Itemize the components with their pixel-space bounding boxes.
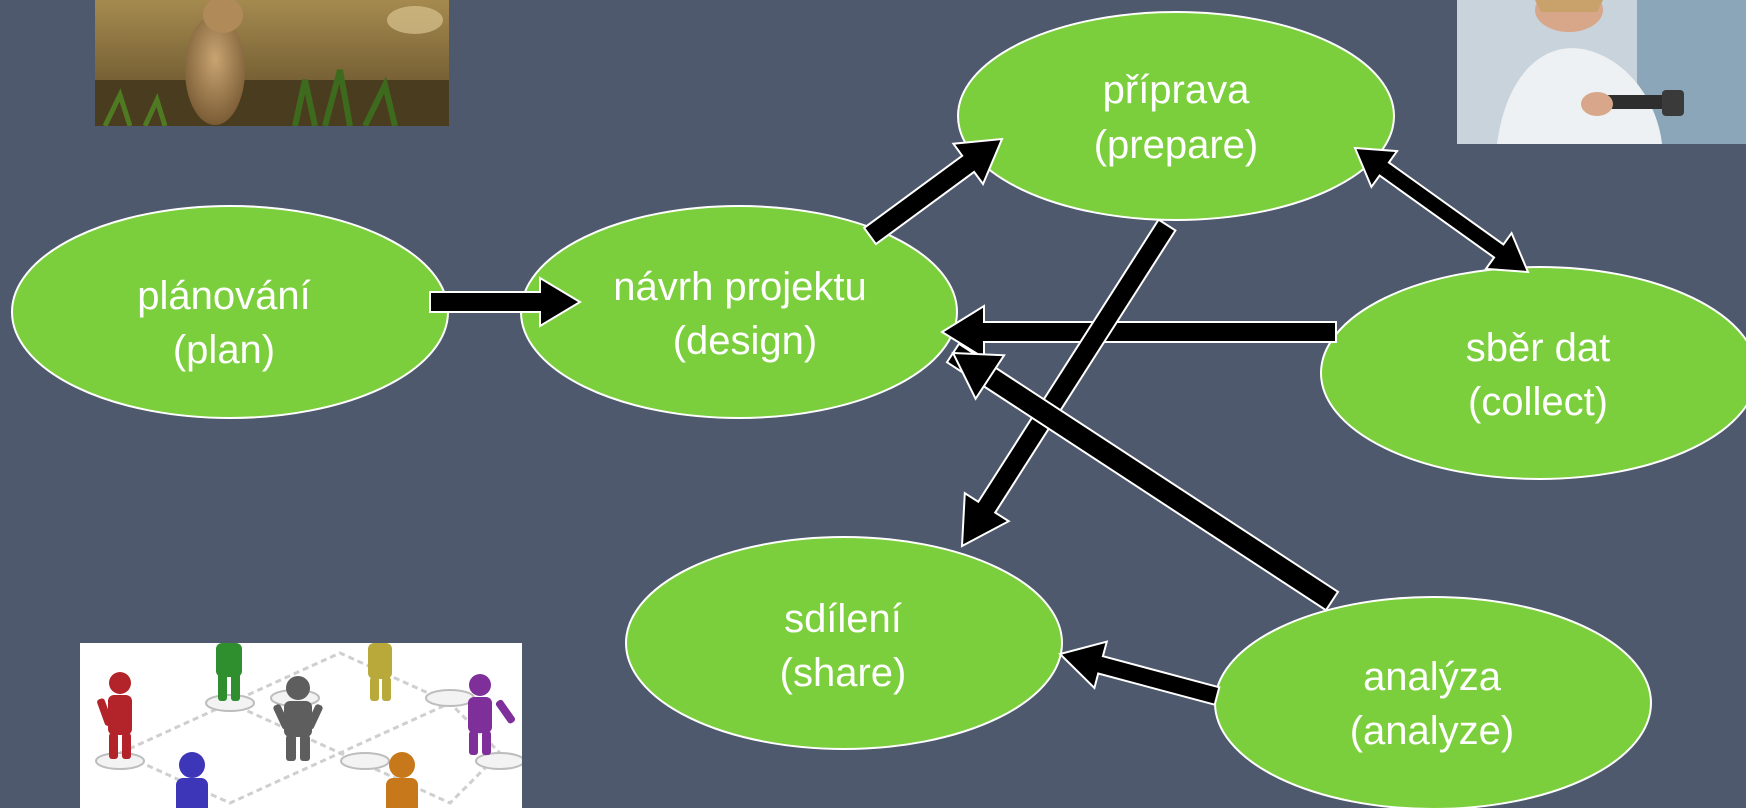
node-collect-shape — [1320, 266, 1746, 480]
people-network-image — [95, 643, 522, 808]
node-prepare-sublabel: (prepare) — [1094, 123, 1259, 167]
node-plan-sublabel: (plan) — [173, 328, 275, 372]
node-prepare: příprava (prepare) — [957, 11, 1395, 221]
node-share-label: sdílení — [784, 597, 902, 641]
node-design-sublabel: (design) — [673, 319, 818, 363]
node-design: návrh projektu (design) — [520, 205, 958, 419]
node-collect: sběr dat (collect) — [1320, 266, 1746, 480]
node-analyze: analýza (analyze) — [1214, 596, 1652, 808]
arrow-prepare-to-share — [960, 218, 1177, 548]
node-share-shape — [625, 536, 1063, 750]
node-collect-sublabel: (collect) — [1468, 380, 1608, 424]
node-design-label: návrh projektu — [613, 265, 866, 309]
people-network-illustration — [80, 643, 522, 808]
arrow-analyze-to-share — [1058, 640, 1221, 706]
node-prepare-shape — [957, 11, 1395, 221]
node-prepare-label: příprava — [1103, 68, 1250, 112]
arrow-plan-to-design — [429, 276, 582, 328]
scientist-image — [1457, 0, 1746, 144]
node-analyze-sublabel: (analyze) — [1350, 709, 1515, 753]
scientist-with-gun-photo — [1457, 0, 1746, 144]
node-design-shape — [520, 205, 958, 419]
arrow-prepare-to-collect — [1353, 146, 1530, 274]
node-share: sdílení (share) — [625, 536, 1063, 750]
node-analyze-label: analýza — [1363, 655, 1502, 699]
arrow-collect-to-design — [940, 304, 1337, 360]
arrow-design-to-prepare — [862, 137, 1004, 246]
arrowhead-analyze-to-design — [951, 351, 1006, 401]
node-plan: plánování (plan) — [11, 205, 449, 419]
node-collect-label: sběr dat — [1466, 326, 1611, 370]
node-analyze-shape — [1214, 596, 1652, 808]
arrow-analyze-to-design — [945, 342, 1340, 612]
node-plan-label: plánování — [137, 274, 310, 318]
node-share-sublabel: (share) — [780, 651, 907, 695]
arrows-layer — [429, 137, 1530, 706]
prairie-dog-photo — [95, 0, 449, 126]
prairie-dog-image — [95, 0, 449, 126]
